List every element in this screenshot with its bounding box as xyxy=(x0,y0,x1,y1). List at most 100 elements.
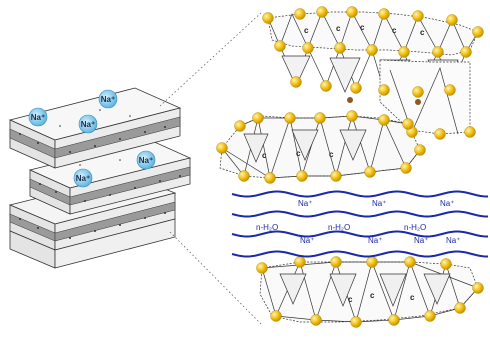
stack-ion-label: Na⁺ xyxy=(31,113,45,122)
svg-text:c: c xyxy=(304,26,309,35)
oxygen-atom xyxy=(314,112,326,124)
sheet-middle xyxy=(219,114,421,180)
interlayer-na-label: Na⁺ xyxy=(298,199,312,208)
oxygen-atom xyxy=(294,256,306,268)
oxygen-atom xyxy=(464,126,476,138)
water-wave xyxy=(231,250,488,258)
interlayer-na-label: Na⁺ xyxy=(440,199,454,208)
oxygen-atoms xyxy=(216,6,484,328)
oxygen-atom xyxy=(284,112,296,124)
oxygen-atom xyxy=(364,166,376,178)
oxygen-atom xyxy=(472,26,484,38)
interlayer-water-label: n-H₂O xyxy=(328,223,350,232)
oxygen-atom xyxy=(414,144,426,156)
stack-ion: Na⁺ xyxy=(136,150,156,170)
svg-text:c: c xyxy=(262,151,267,160)
svg-text:c: c xyxy=(360,23,365,32)
slab-dots xyxy=(19,109,181,239)
oxygen-atom xyxy=(366,256,378,268)
oxygen-atom xyxy=(264,172,276,184)
stack-ion: Na⁺ xyxy=(73,168,93,188)
stack-ion: Na⁺ xyxy=(28,107,48,127)
oxygen-atom xyxy=(290,76,302,88)
oxygen-atom xyxy=(402,118,414,130)
oxygen-atom xyxy=(234,120,246,132)
interlayer-na-label: Na⁺ xyxy=(372,199,386,208)
interlayer-na-label: Na⁺ xyxy=(446,236,460,245)
oxygen-atom xyxy=(366,44,378,56)
interlayer-water-label: n-H₂O xyxy=(404,223,426,232)
oxygen-atom xyxy=(378,8,390,20)
oxygen-atom xyxy=(256,262,268,274)
slab-bottom xyxy=(8,174,177,269)
oxygen-atom xyxy=(350,82,362,94)
oxygen-atom xyxy=(412,86,424,98)
oxygen-atom xyxy=(270,310,282,322)
cation-markers: c c c c c c c c c c c xyxy=(262,23,425,304)
interlayer-na-label: Na⁺ xyxy=(368,236,382,245)
oxygen-atom xyxy=(346,6,358,18)
oxygen-atom xyxy=(388,314,400,326)
stack-ion-label: Na⁺ xyxy=(81,120,95,129)
oxygen-atom xyxy=(424,310,436,322)
sheet-bottom xyxy=(259,260,479,324)
interlayer-water-label: n-H₂O xyxy=(256,223,278,232)
stack-ion-label: Na⁺ xyxy=(76,174,90,183)
sheet-top xyxy=(267,11,479,135)
oxygen-atom xyxy=(252,112,264,124)
oxygen-atom xyxy=(320,80,332,92)
oxygen-atom xyxy=(434,128,446,140)
oxygen-atom xyxy=(446,14,458,26)
svg-text:c: c xyxy=(296,149,301,158)
oxygen-atom xyxy=(330,170,342,182)
stack-ion-label: Na⁺ xyxy=(101,95,115,104)
interlayer-na-label: Na⁺ xyxy=(300,236,314,245)
layer-stack xyxy=(8,87,192,269)
water-wave xyxy=(231,210,488,218)
svg-text:c: c xyxy=(392,26,397,35)
stack-ion-label: Na⁺ xyxy=(139,156,153,165)
oxygen-atom xyxy=(412,10,424,22)
oxygen-atom xyxy=(316,6,328,18)
oxygen-atom xyxy=(378,84,390,96)
octahedral-cations xyxy=(347,97,421,105)
oxygen-atom xyxy=(460,46,472,58)
stack-ion: Na⁺ xyxy=(98,89,118,109)
water-wave xyxy=(231,230,488,238)
oxygen-atom xyxy=(400,162,412,174)
svg-text:c: c xyxy=(420,28,425,37)
oxygen-atom xyxy=(440,258,452,270)
oxygen-atom xyxy=(296,170,308,182)
oxygen-atom xyxy=(310,314,322,326)
svg-text:c: c xyxy=(336,24,341,33)
svg-text:c: c xyxy=(348,295,353,304)
interlayer-na-label: Na⁺ xyxy=(414,236,428,245)
oxygen-atom xyxy=(330,256,342,268)
oxygen-atom xyxy=(334,42,346,54)
oxygen-atom xyxy=(432,46,444,58)
stack-ion: Na⁺ xyxy=(78,114,98,134)
svg-text:c: c xyxy=(329,150,334,159)
oxygen-atom xyxy=(274,40,286,52)
oxygen-atom xyxy=(378,114,390,126)
oxygen-atom xyxy=(216,142,228,154)
water-wave xyxy=(231,190,488,198)
interlayer-region: Na⁺ Na⁺ Na⁺ n-H₂O n-H₂O n-H₂O Na⁺ Na⁺ Na… xyxy=(231,190,488,258)
oxygen-atom xyxy=(262,12,274,24)
oxygen-atom xyxy=(294,8,306,20)
svg-text:c: c xyxy=(370,291,375,300)
zoom-lines xyxy=(159,11,263,326)
oxygen-atom xyxy=(346,110,358,122)
oxygen-atom xyxy=(472,282,484,294)
oxygen-atom xyxy=(238,170,250,182)
oxygen-atom xyxy=(302,42,314,54)
svg-text:c: c xyxy=(410,293,415,302)
oxygen-atom xyxy=(444,84,456,96)
oxygen-atom xyxy=(398,46,410,58)
oxygen-atom xyxy=(350,316,362,328)
oxygen-atom xyxy=(454,302,466,314)
oxygen-atom xyxy=(404,256,416,268)
slab-top xyxy=(8,87,182,169)
